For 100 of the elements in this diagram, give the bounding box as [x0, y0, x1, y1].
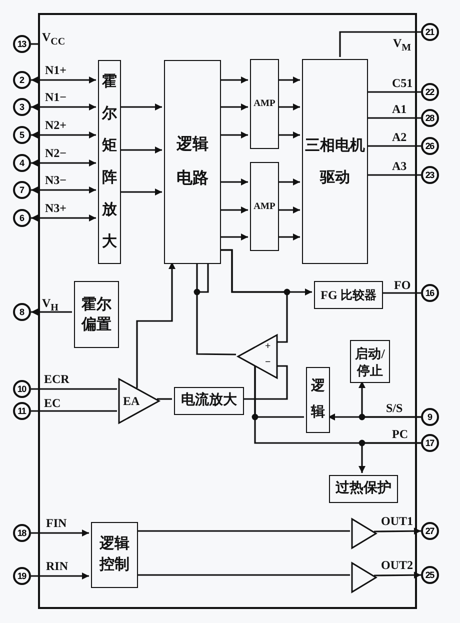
pin-number: 21	[421, 23, 439, 41]
pin-number: 5	[13, 126, 31, 144]
signal-name: PC	[392, 427, 408, 441]
connector-line	[219, 249, 288, 343]
connector-line	[366, 117, 421, 119]
connector-line	[31, 132, 96, 138]
signal-name: A2	[392, 130, 407, 144]
pin-number: 7	[13, 181, 31, 199]
logic-block	[306, 367, 330, 433]
block-label: 霍尔偏置	[80, 296, 112, 334]
amplifier-block	[174, 387, 244, 415]
signal-name: RIN	[46, 559, 68, 573]
pin-number: 3	[13, 98, 31, 116]
comparator-block	[314, 281, 383, 309]
signal-name: N3−	[45, 173, 67, 187]
connector-line	[31, 104, 96, 110]
connector-line	[136, 530, 350, 532]
pin-number: 2	[13, 71, 31, 89]
block-label: 电流放大	[181, 393, 237, 409]
block-label: 逻辑控制	[98, 534, 130, 575]
signal-name: ECR	[44, 372, 70, 386]
signal-name: FIN	[46, 516, 67, 530]
connector-line	[366, 145, 421, 147]
amplifier-block	[98, 60, 121, 264]
connector-line	[366, 91, 421, 93]
connector-line	[277, 178, 300, 186]
connector-line	[219, 132, 248, 138]
signal-name: FO	[394, 278, 411, 292]
pin-number: 9	[421, 408, 439, 426]
connector-line	[119, 104, 162, 110]
connector-line	[31, 76, 96, 84]
connector-line	[374, 528, 421, 535]
connector-line	[219, 76, 248, 84]
protection-block	[329, 475, 398, 503]
connector-line	[31, 530, 89, 536]
signal-name: OUT2	[381, 558, 414, 572]
connector-line	[219, 178, 248, 186]
block-label: AMP	[254, 200, 276, 212]
connector-line	[157, 398, 172, 400]
pin-number: 28	[421, 109, 439, 127]
connector-line	[31, 43, 38, 45]
block-label: 霍尔矩阵放大	[102, 72, 118, 252]
signal-name: N1+	[45, 63, 67, 77]
pin-number: 16	[421, 284, 439, 302]
pin-number: 22	[421, 83, 439, 101]
block-label: 三相电机驱动	[304, 136, 366, 188]
signal-name: V$_{H}$	[42, 296, 58, 316]
block-label: 逻辑	[310, 377, 326, 422]
amplifier-triangle	[119, 379, 159, 423]
bias-block	[74, 281, 119, 348]
connector-line	[136, 262, 176, 388]
connector-line	[277, 132, 300, 138]
block-label: AMP	[254, 98, 276, 110]
signal-name: OUT1	[381, 514, 414, 528]
pin-number: 13	[13, 35, 31, 53]
block-label: 过热保护	[336, 481, 392, 497]
amplifier-block	[250, 59, 279, 149]
pin-number: 4	[13, 154, 31, 172]
connector-line	[31, 388, 117, 390]
connector-line	[277, 234, 300, 240]
signal-name: S/S	[386, 401, 403, 415]
connector-line	[31, 308, 72, 316]
connector-line	[219, 206, 248, 214]
signal-name: N3+	[45, 201, 67, 215]
connector-line	[31, 572, 89, 580]
connector-line	[358, 442, 421, 473]
buffer-triangle	[352, 519, 376, 548]
signal-name: V$_{M}$	[393, 36, 412, 56]
connector-line	[219, 234, 248, 240]
pin-number: 19	[13, 567, 31, 585]
connector-line	[381, 292, 421, 294]
block-label: FG 比较器	[320, 287, 376, 303]
signal-name: A3	[392, 159, 407, 173]
signal-name: N1−	[45, 90, 67, 104]
polarity-sign: +	[265, 341, 271, 352]
connector-line	[119, 146, 162, 154]
connector-line	[31, 186, 96, 194]
block-label: 逻辑电路	[176, 134, 210, 189]
connector-line	[277, 76, 300, 84]
pin-number: 18	[13, 524, 31, 542]
connector-line	[339, 31, 421, 57]
block-label: 启动/停止	[354, 344, 386, 378]
connector-line	[374, 572, 421, 579]
chip-outline	[38, 13, 417, 609]
connector-line	[119, 188, 162, 196]
pin-number: 11	[13, 402, 31, 420]
logic-block	[164, 60, 221, 264]
polarity-sign: −	[265, 357, 271, 368]
amplifier-block	[250, 162, 279, 251]
pin-number: 17	[421, 434, 439, 452]
connector-line	[31, 214, 96, 222]
block-label: EA	[122, 393, 140, 409]
connector-line	[277, 104, 300, 110]
buffer-triangle	[352, 563, 376, 592]
connector-line	[31, 410, 117, 412]
signal-name: V$_{CC}$	[42, 30, 66, 50]
pin-number: 27	[421, 522, 439, 540]
pin-number: 10	[13, 380, 31, 398]
pin-number: 6	[13, 209, 31, 227]
pin-number: 23	[421, 166, 439, 184]
